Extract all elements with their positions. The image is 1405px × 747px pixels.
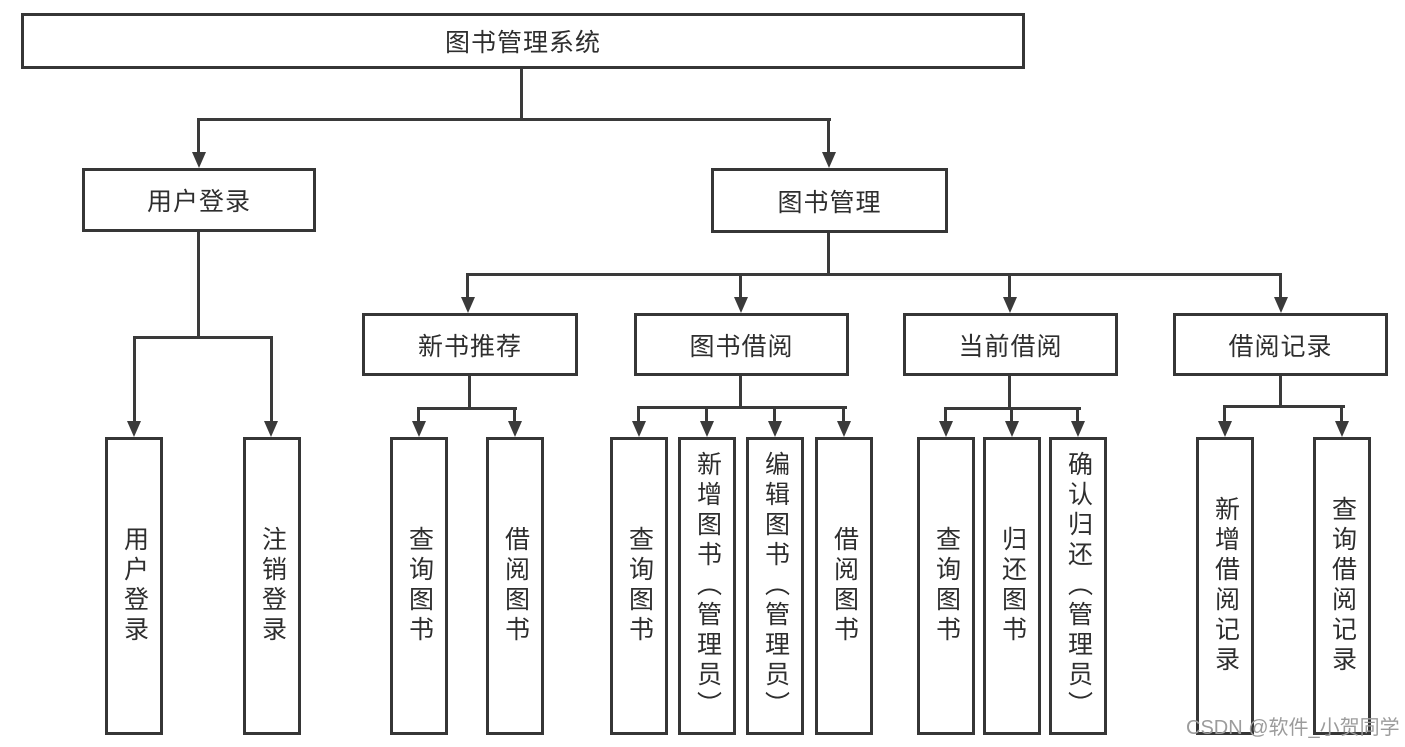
connector-rec-bus: [417, 407, 517, 410]
node-label: 借阅图书: [830, 526, 859, 646]
arrowhead: [1218, 421, 1232, 437]
node-label: 查询图书: [625, 526, 654, 646]
connector-borrow-bus: [637, 406, 847, 409]
node-library-management-system: 图书管理系统: [21, 13, 1025, 69]
connector-stem: [1076, 407, 1079, 421]
node-borrow-borrow-books: 借阅图书: [815, 437, 873, 735]
arrowhead: [1003, 297, 1017, 313]
connector-borrow-drop: [739, 376, 742, 406]
node-label: 查询图书: [405, 526, 434, 646]
connector-mgmt-drop: [827, 233, 830, 273]
arrowhead: [1335, 421, 1349, 437]
node-label: 确认归还（管理员）: [1064, 451, 1093, 721]
arrowhead: [768, 421, 782, 437]
node-user-login: 用户登录: [82, 168, 316, 232]
node-label: 用户登录: [120, 526, 149, 646]
connector-stem: [739, 273, 742, 297]
node-rec-query-books: 查询图书: [390, 437, 448, 735]
node-borrow-add-books-admin: 新增图书（管理员）: [678, 437, 736, 735]
connector-stem: [842, 406, 845, 421]
node-new-book-recommendation: 新书推荐: [362, 313, 578, 376]
node-label: 借阅图书: [501, 526, 530, 646]
node-current-return-books: 归还图书: [983, 437, 1041, 735]
arrowhead: [508, 421, 522, 437]
connector-records-drop: [1279, 376, 1282, 405]
node-label: 用户登录: [146, 188, 251, 216]
node-borrow-edit-books-admin: 编辑图书（管理员）: [746, 437, 804, 735]
arrowhead: [127, 421, 141, 437]
connector-stem: [637, 406, 640, 421]
node-label: 新书推荐: [417, 332, 522, 361]
connector-stem: [773, 406, 776, 421]
arrowhead: [837, 421, 851, 437]
connector-stem: [466, 273, 469, 297]
node-label: 查询借阅记录: [1328, 496, 1357, 676]
node-label: 注销登录: [258, 526, 287, 646]
node-current-confirm-return-admin: 确认归还（管理员）: [1049, 437, 1107, 735]
connector-rec-drop: [468, 376, 471, 407]
node-label: 图书管理: [777, 188, 882, 217]
connector-stem: [1279, 273, 1282, 297]
node-leaf-logout: 注销登录: [243, 437, 301, 735]
arrowhead: [264, 421, 278, 437]
connector-stem: [1340, 405, 1343, 421]
connector-stem: [417, 407, 420, 421]
connector-stem: [827, 118, 830, 154]
node-label: 新增借阅记录: [1211, 496, 1240, 676]
connector-stem: [944, 407, 947, 421]
connector-current-drop: [1008, 376, 1011, 407]
connector-stem: [705, 406, 708, 421]
connector-stem: [1223, 405, 1226, 421]
arrowhead: [1005, 421, 1019, 437]
node-records-query-record: 查询借阅记录: [1313, 437, 1371, 735]
node-borrow-query-books: 查询图书: [610, 437, 668, 735]
node-records-add-record: 新增借阅记录: [1196, 437, 1254, 735]
connector-user-drop: [197, 232, 200, 336]
node-book-borrowing: 图书借阅: [634, 313, 849, 376]
arrowhead: [700, 421, 714, 437]
node-leaf-user-login: 用户登录: [105, 437, 163, 735]
node-label: 归还图书: [998, 526, 1027, 646]
node-label: 图书管理系统: [444, 29, 601, 57]
connector-level3-bus: [466, 273, 1282, 276]
arrowhead: [1071, 421, 1085, 437]
node-label: 查询图书: [932, 526, 961, 646]
connector-stem: [513, 407, 516, 421]
node-borrowing-records: 借阅记录: [1173, 313, 1388, 376]
arrowhead: [939, 421, 953, 437]
connector-user-bus: [133, 336, 273, 339]
arrowhead: [1274, 297, 1288, 313]
connector-stem: [197, 118, 200, 154]
node-rec-borrow-books: 借阅图书: [486, 437, 544, 735]
connector-stem: [270, 336, 273, 421]
node-book-management: 图书管理: [711, 168, 948, 233]
connector-level2-bus: [197, 118, 831, 121]
node-label: 编辑图书（管理员）: [761, 451, 790, 721]
arrowhead: [412, 421, 426, 437]
connector-records-bus: [1223, 405, 1345, 408]
connector-stem: [133, 336, 136, 421]
connector-stem: [1008, 273, 1011, 297]
connector-root-drop: [520, 69, 523, 118]
node-label: 图书借阅: [689, 332, 794, 361]
arrowhead: [192, 152, 206, 168]
arrowhead: [734, 297, 748, 313]
arrowhead: [632, 421, 646, 437]
connector-stem: [1010, 407, 1013, 421]
arrowhead: [822, 152, 836, 168]
node-label: 当前借阅: [958, 332, 1063, 361]
arrowhead: [461, 297, 475, 313]
csdn-watermark: CSDN @软件_小贺同学: [1186, 717, 1400, 739]
node-label: 新增图书（管理员）: [693, 451, 722, 721]
node-current-borrowing: 当前借阅: [903, 313, 1118, 376]
node-label: 借阅记录: [1228, 332, 1333, 361]
node-current-query-books: 查询图书: [917, 437, 975, 735]
